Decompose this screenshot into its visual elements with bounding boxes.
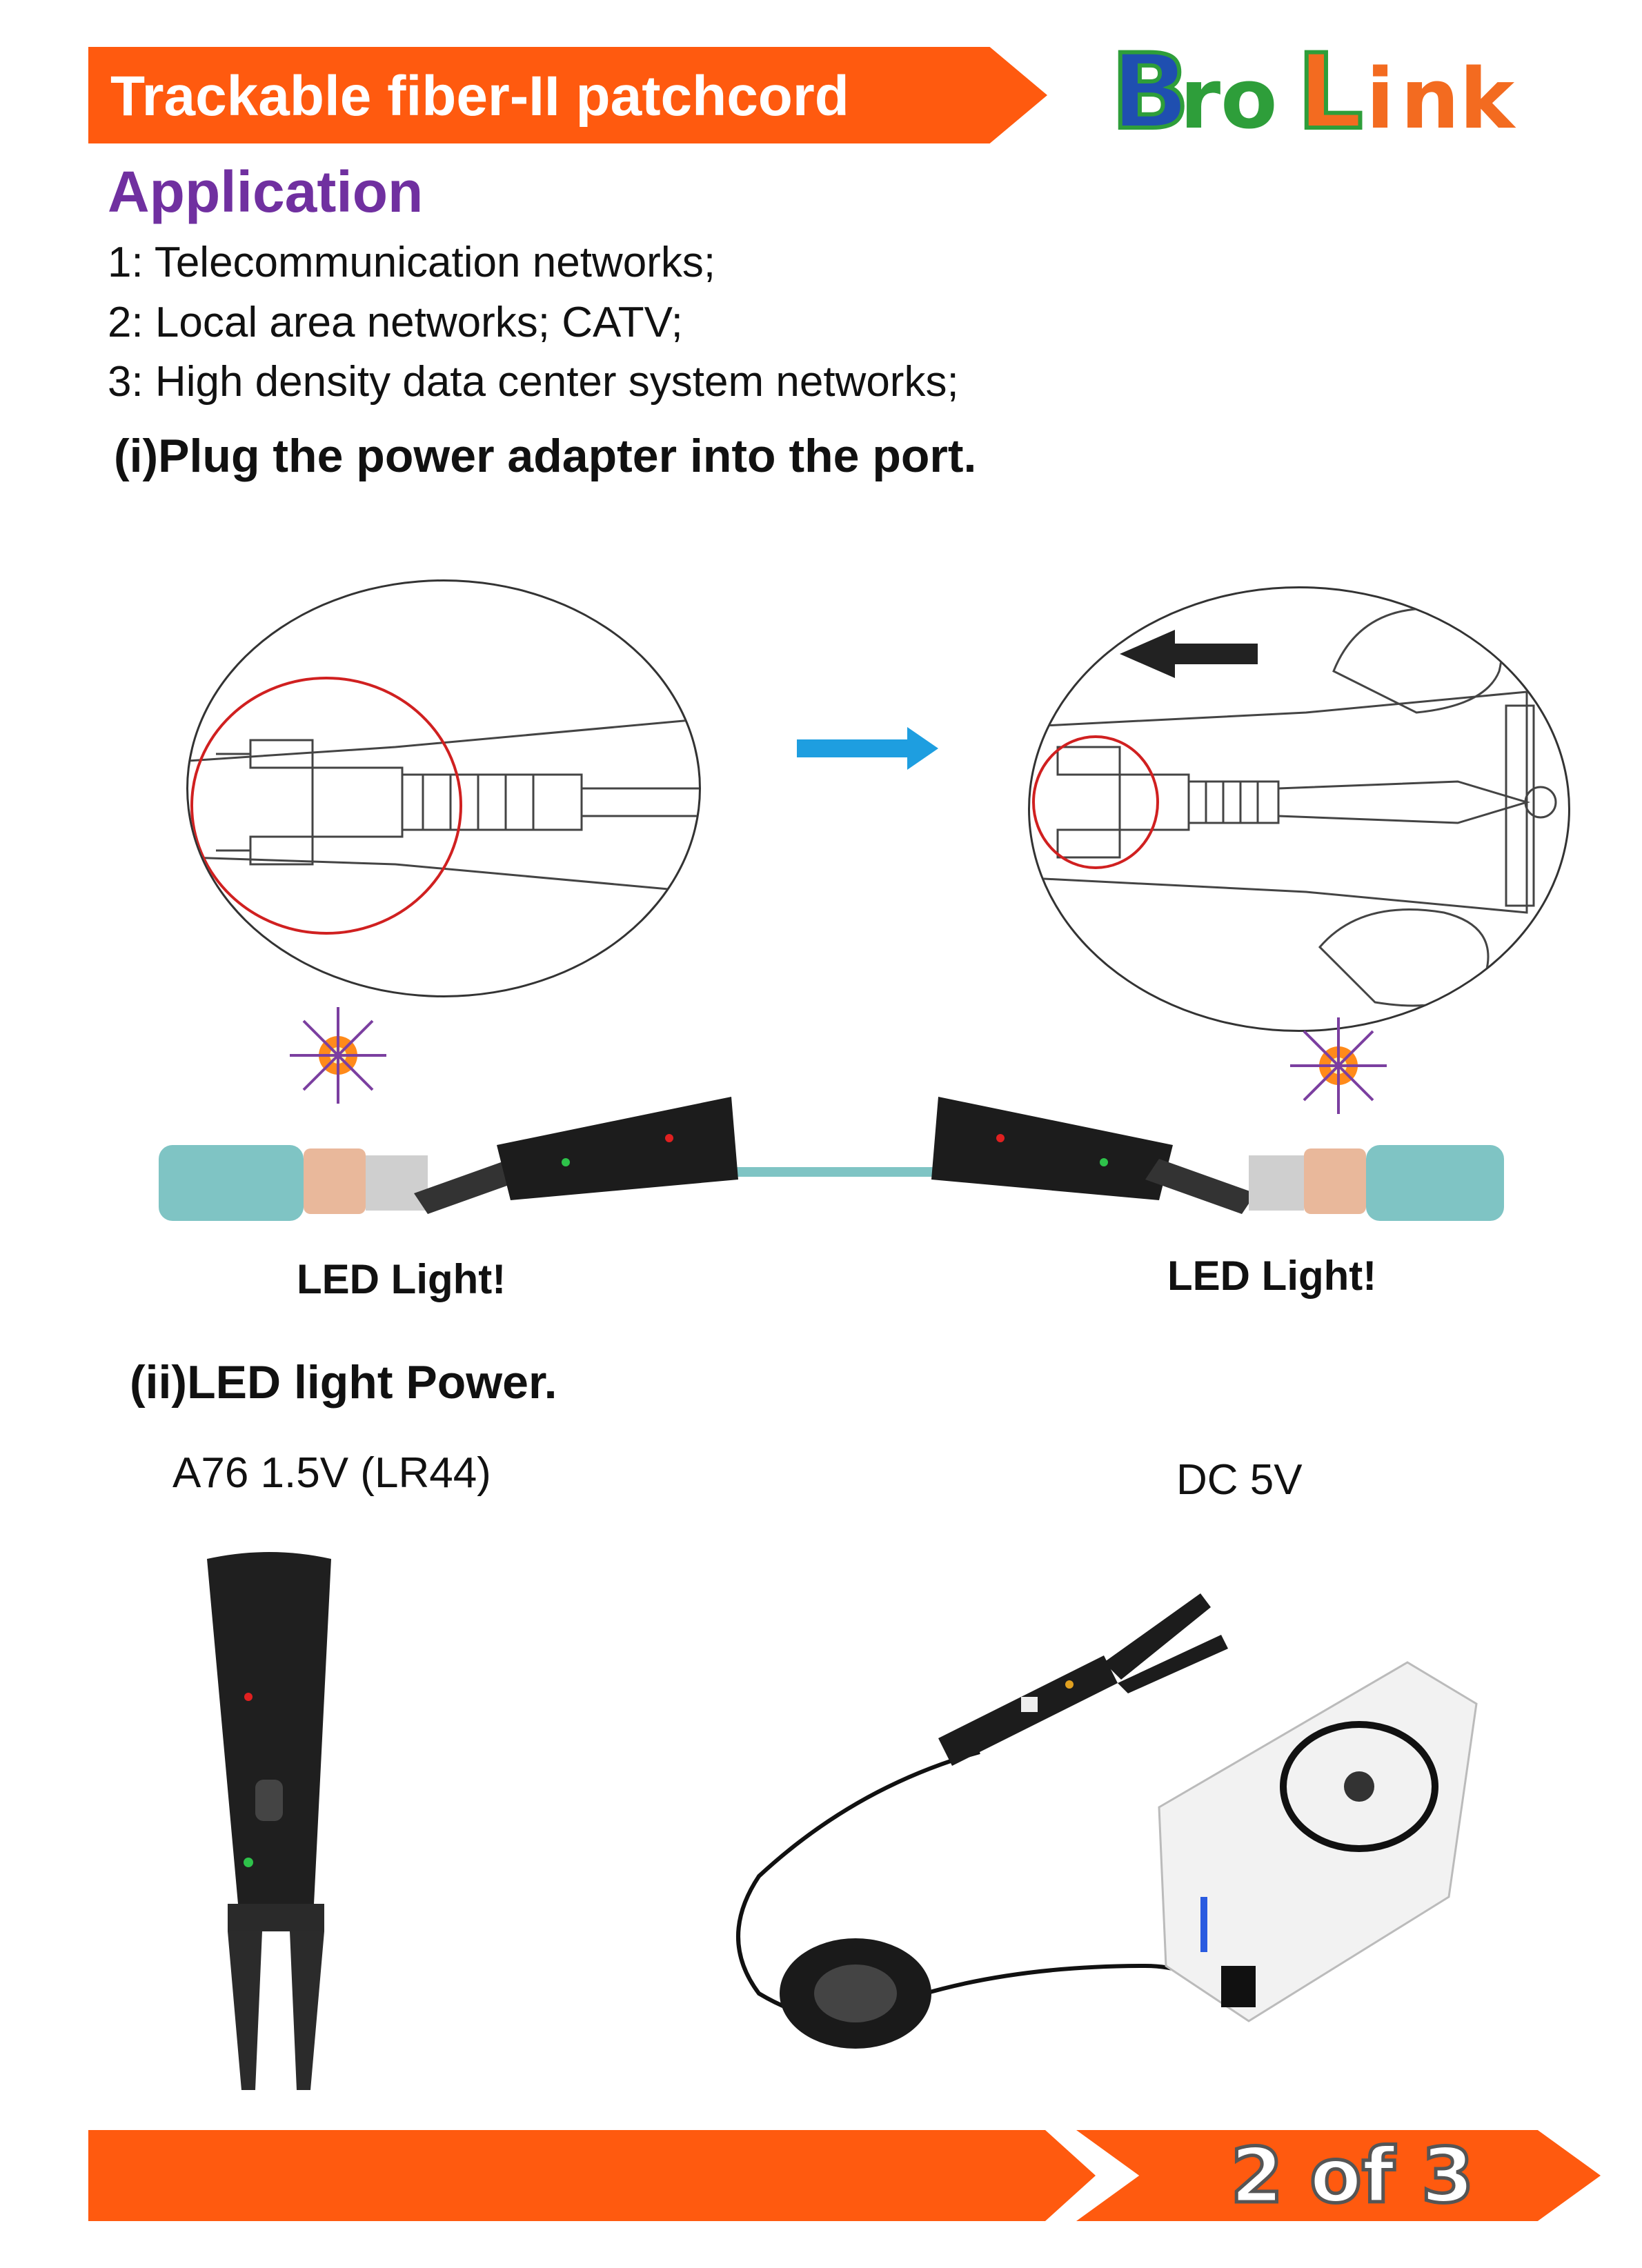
logo-letters-ro: ro bbox=[1180, 52, 1278, 145]
footer-bar bbox=[88, 2130, 1096, 2221]
title-banner bbox=[88, 47, 1047, 143]
application-item-3: 3: High density data center system netwo… bbox=[108, 358, 959, 406]
connector-closeup-left bbox=[186, 579, 701, 997]
logo-letter-i: i bbox=[1366, 52, 1394, 145]
logo-letters-nk: nk bbox=[1401, 52, 1516, 145]
highlight-circle bbox=[190, 677, 462, 935]
led-light-label-left: LED Light! bbox=[297, 1256, 506, 1302]
direction-arrow-icon bbox=[797, 727, 938, 770]
clip-probe-left bbox=[414, 1097, 738, 1214]
step2-heading: (ii)LED light Power. bbox=[130, 1356, 557, 1409]
connector-closeup-right bbox=[1028, 586, 1570, 1032]
led-light-label-right: LED Light! bbox=[1167, 1253, 1377, 1299]
brolink-logo: B ro L i nk bbox=[1111, 41, 1516, 145]
step1-heading: (i)Plug the power adapter into the port. bbox=[114, 430, 977, 482]
patchcord-illustration bbox=[159, 1007, 1504, 1221]
application-item-1: 1: Telecommunication networks; bbox=[108, 239, 716, 286]
fiber-cable bbox=[731, 1167, 938, 1177]
highlight-circle bbox=[1032, 735, 1159, 869]
battery-label: A76 1.5V (LR44) bbox=[172, 1449, 491, 1497]
page-number: 2 of 3 bbox=[1229, 2130, 1476, 2222]
lc-connector-right bbox=[1249, 1145, 1504, 1221]
logo-letter-b: B bbox=[1111, 41, 1189, 145]
dc-powerbank-image bbox=[736, 1593, 1478, 2049]
battery-probe-image bbox=[207, 1552, 331, 2090]
footer-page-badge bbox=[1076, 2130, 1601, 2221]
pull-arrow-icon bbox=[1120, 630, 1258, 678]
application-item-2: 2: Local area networks; CATV; bbox=[108, 299, 683, 346]
led-spark-icon-left bbox=[290, 1007, 386, 1104]
clip-probe-right bbox=[931, 1097, 1256, 1214]
lc-connector-left bbox=[159, 1145, 428, 1221]
dc-label: DC 5V bbox=[1176, 1456, 1303, 1504]
application-heading: Application bbox=[108, 159, 424, 224]
page-title: Trackable fiber-II patchcord bbox=[110, 65, 849, 128]
led-spark-icon-right bbox=[1290, 1017, 1387, 1114]
logo-letter-l: L bbox=[1297, 41, 1363, 145]
